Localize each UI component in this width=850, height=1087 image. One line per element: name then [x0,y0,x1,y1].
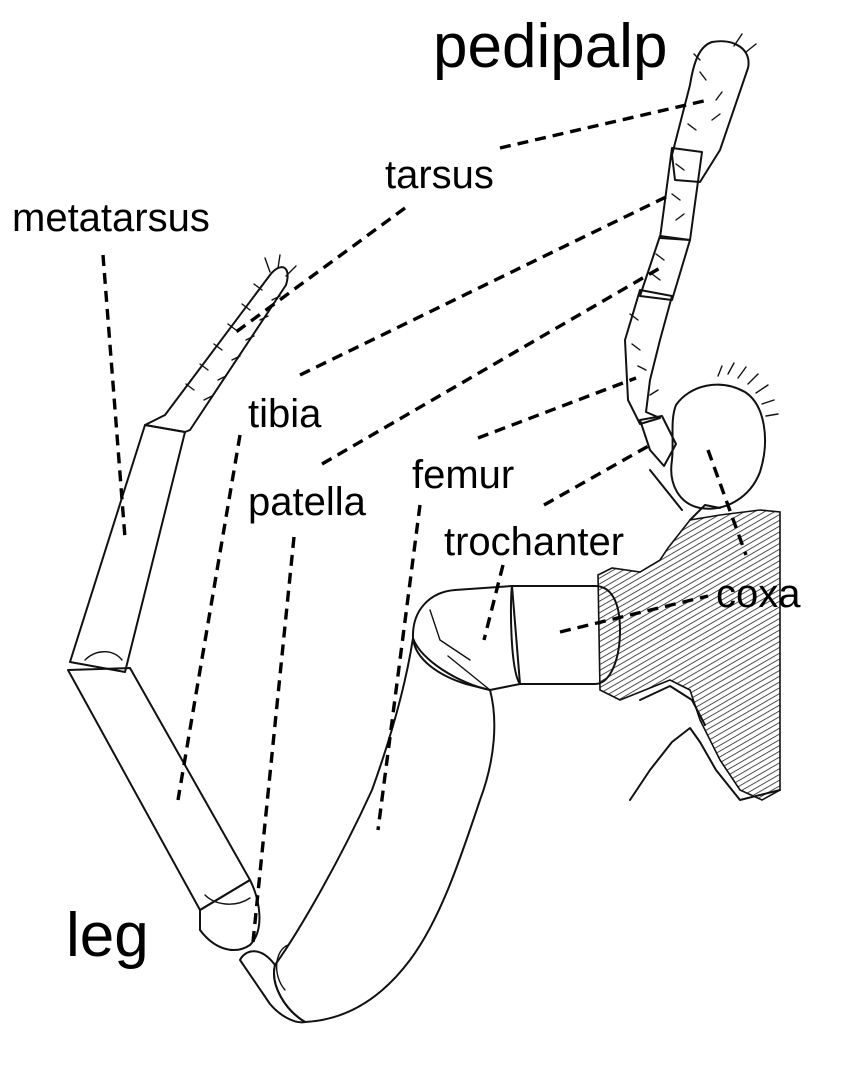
body-region [597,469,781,801]
leader-pedipalp-tibia [299,194,669,377]
pedipalp-label: pedipalp [433,12,668,81]
leader-leg-trochanter [482,564,505,641]
coxa-label: coxa [716,572,801,616]
leader-lines [101,98,748,943]
pedipalp-shape [624,33,757,467]
leader-pedipalp-coxa [706,449,748,556]
leader-leg-coxa [559,594,709,634]
tarsus-label: tarsus [385,153,494,197]
trochanter-label: trochanter [444,520,625,564]
pedipalp-coxa-shape [670,362,779,510]
leader-pedipalp-femur [477,376,637,440]
leader-metatarsus [101,254,127,539]
leader-leg-femur [376,504,422,831]
leader-leg-tibia [176,434,242,801]
leader-leg-tarsus [234,206,407,334]
leg-shape [67,254,621,1024]
leader-pedipalp-tarsus [499,98,709,150]
patella-label: patella [248,480,366,524]
leader-pedipalp-patella [321,266,661,466]
metatarsus-label: metatarsus [12,196,210,240]
femur-label: femur [412,453,515,497]
leader-pedipalp-trochanter [543,442,653,507]
leader-leg-patella [251,536,296,943]
leg-label: leg [66,901,149,970]
tibia-label: tibia [248,392,322,436]
